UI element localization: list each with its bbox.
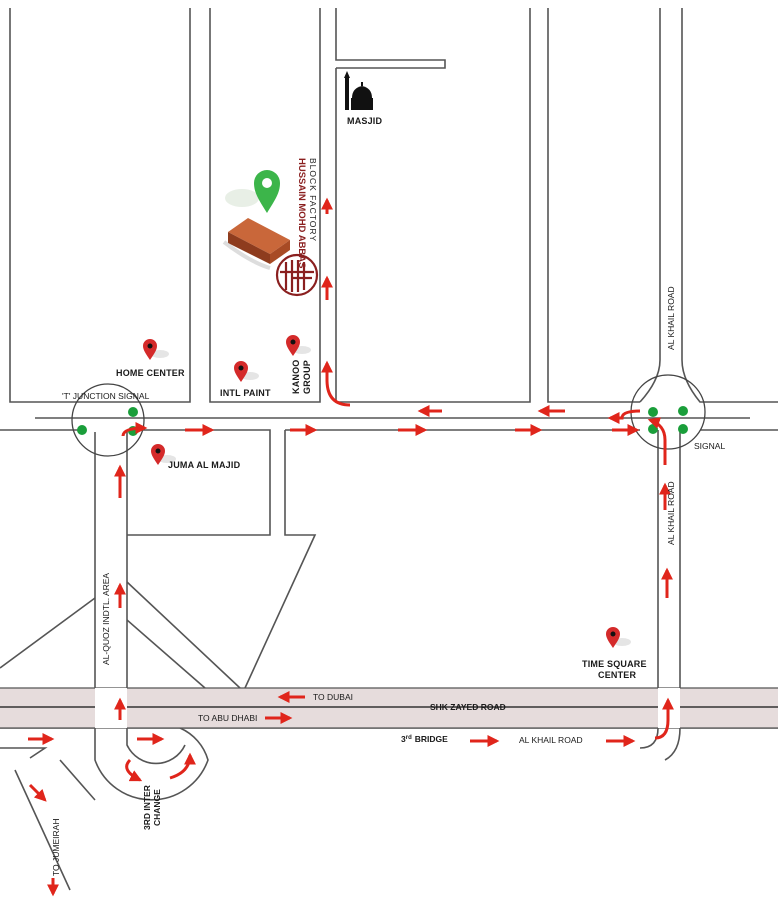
factory-name-text: HUSSAIN MOHD ABBAS	[296, 158, 307, 268]
masjid-label: MASJID	[347, 116, 383, 126]
to-abu-dhabi-label: TO ABU DHABI	[198, 713, 257, 723]
al-khail-north-label: AL KHAIL ROAD	[666, 286, 676, 350]
interchange-line2: CHANGE	[152, 789, 162, 826]
signal-label: SIGNAL	[694, 441, 725, 451]
bridge-word: BRIDGE	[415, 734, 448, 744]
signal-lights	[77, 406, 688, 436]
time-square-label-line2: CENTER	[598, 670, 637, 680]
brick-icon	[222, 218, 290, 270]
interchange-line1: 3RD INTER	[142, 785, 152, 830]
factory-logo-icon	[275, 253, 319, 297]
t-junction-label: 'T' JUNCTION SIGNAL	[62, 391, 150, 401]
route-arrows	[28, 197, 674, 897]
home-center-pin-icon	[143, 339, 169, 360]
intl-paint-pin-icon	[234, 361, 259, 382]
al-quoz-text: AL-QUOZ INDTL. AREA	[101, 573, 111, 665]
al-khail-south-text: AL KHAIL ROAD	[666, 481, 676, 545]
al-khail-north-text: AL KHAIL ROAD	[666, 286, 676, 350]
juma-al-majid-label: JUMA AL MAJID	[168, 460, 241, 470]
juma-al-majid-pin-icon	[151, 444, 176, 465]
kanoo-line2: GROUP	[302, 360, 312, 394]
shk-zayed-highway	[0, 687, 778, 729]
signal-circle	[630, 374, 706, 450]
time-square-label-line1: TIME SQUARE	[582, 659, 647, 669]
intl-paint-label: INTL PAINT	[220, 388, 271, 398]
al-khail-south-label: AL KHAIL ROAD	[666, 481, 676, 545]
kanoo-group-label: KANOO GROUP	[291, 360, 312, 395]
time-square-pin-icon	[606, 627, 631, 648]
kanoo-group-pin-icon	[286, 335, 311, 356]
interchange-label: 3RD INTER CHANGE	[142, 785, 162, 830]
road-outlines	[0, 8, 778, 891]
t-junction-circle	[71, 383, 145, 457]
shk-zayed-label: SHK ZAYED ROAD	[430, 702, 506, 712]
factory-subtitle-text: BLOCK FACTORY	[308, 158, 318, 242]
al-quoz-label: AL-QUOZ INDTL. AREA	[101, 573, 111, 665]
mosque-icon	[344, 71, 373, 110]
bridge-sup: rd	[406, 735, 412, 741]
home-center-label: HOME CENTER	[116, 368, 185, 378]
kanoo-line1: KANOO	[291, 360, 301, 395]
al-khail-bottom-label: AL KHAIL ROAD	[519, 735, 583, 745]
factory-label: HUSSAIN MOHD ABBAS BLOCK FACTORY	[296, 158, 318, 268]
factory-location-pin-icon	[225, 170, 280, 213]
bridge-num: 3	[401, 734, 406, 744]
to-jumeirah-text: TO JUMEIRAH	[51, 819, 61, 876]
to-dubai-label: TO DUBAI	[313, 692, 353, 702]
to-jumeirah-label: TO JUMEIRAH	[51, 819, 61, 876]
